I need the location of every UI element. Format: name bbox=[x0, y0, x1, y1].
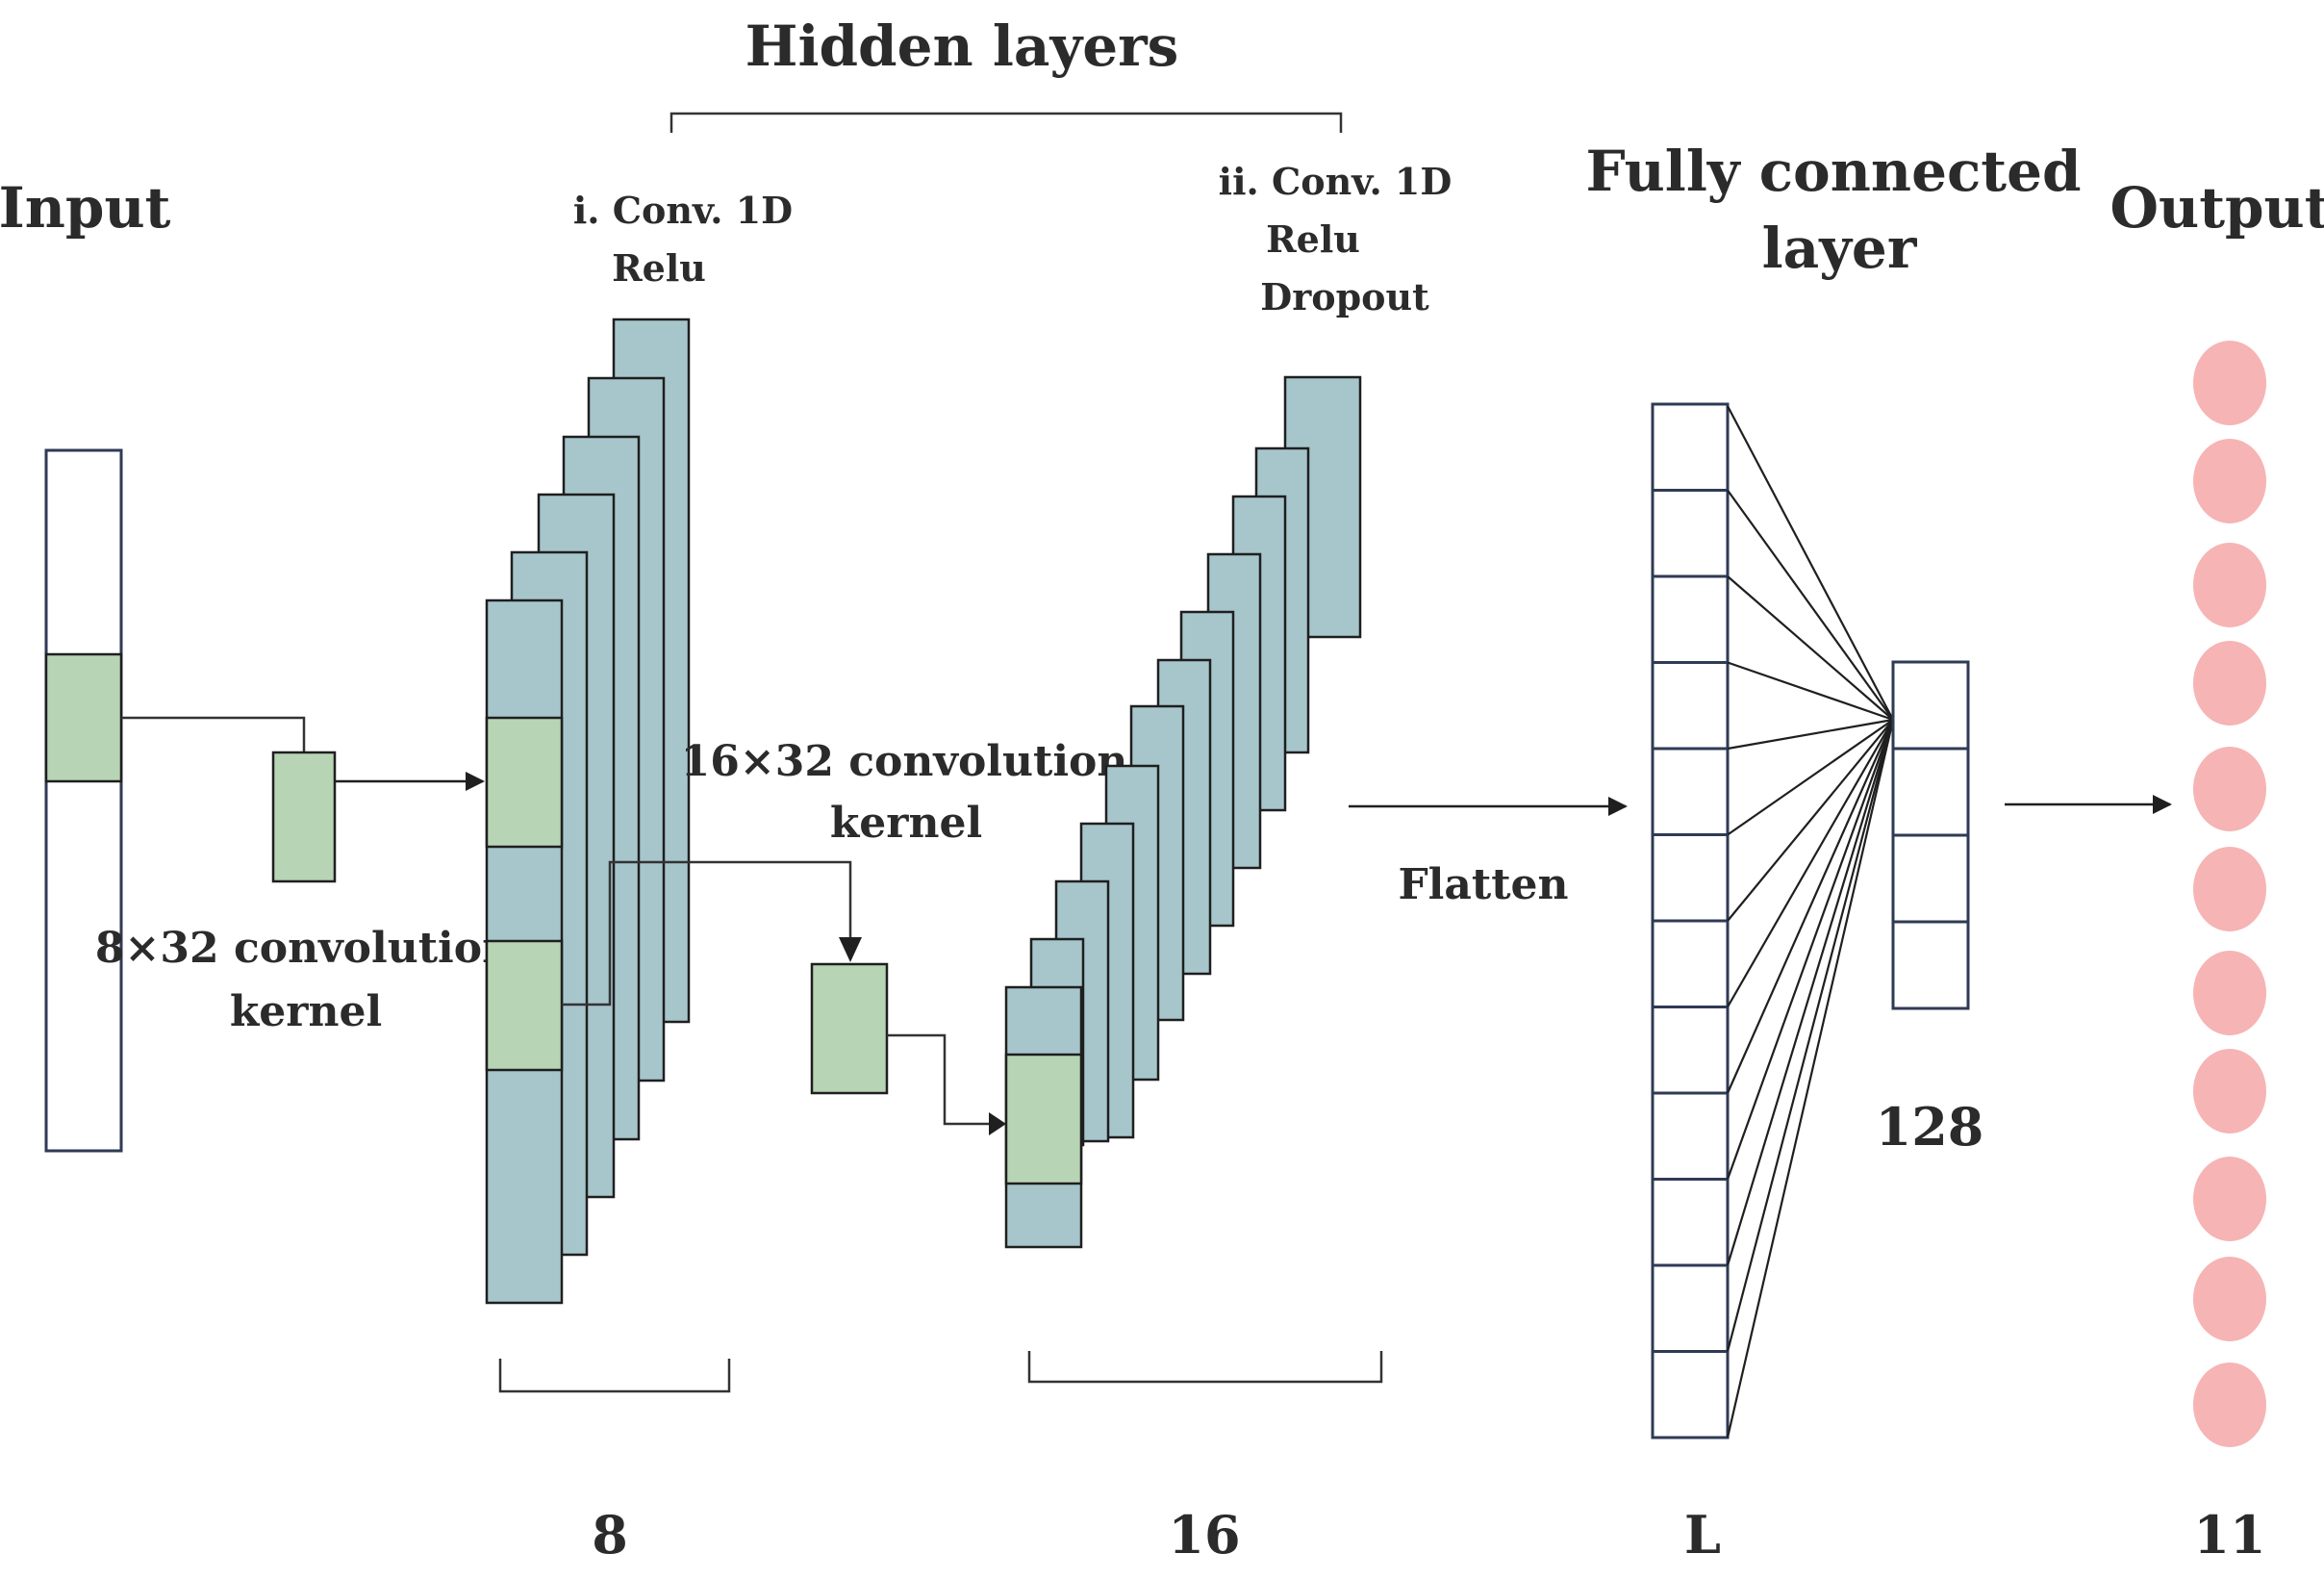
kernel1-connector bbox=[121, 716, 306, 752]
flattened-cell bbox=[1651, 1178, 1730, 1267]
fc-label-line2: layer bbox=[1762, 216, 1918, 281]
conv2-bracket bbox=[1027, 1351, 1383, 1384]
dense-cell bbox=[1891, 747, 1970, 837]
kernel2-arrowhead bbox=[989, 1112, 1006, 1135]
dense-cell bbox=[1891, 833, 1970, 924]
fc-edge bbox=[1727, 405, 1894, 721]
output-node bbox=[2193, 439, 2266, 523]
flattened-cell bbox=[1651, 661, 1730, 751]
fc-edge bbox=[1726, 719, 1895, 1352]
output-title: Output bbox=[2110, 175, 2324, 241]
kernel2-output-connector bbox=[887, 1033, 997, 1126]
output-node bbox=[2193, 847, 2266, 931]
fc-edge bbox=[1726, 719, 1895, 1266]
flattened-cell bbox=[1651, 1350, 1730, 1439]
conv1-label-line2: Relu bbox=[612, 246, 706, 290]
conv2-count: 16 bbox=[1168, 1504, 1240, 1566]
fc-edge bbox=[1726, 719, 1895, 1094]
flattened-cell bbox=[1651, 489, 1730, 578]
input-title: Input bbox=[0, 175, 171, 241]
input-bar bbox=[44, 448, 123, 1153]
flattened-cell bbox=[1651, 1006, 1730, 1095]
output-node bbox=[2193, 1049, 2266, 1133]
flatten-count: L bbox=[1684, 1504, 1721, 1566]
output-node bbox=[2193, 341, 2266, 425]
fc-edge bbox=[1726, 719, 1895, 1180]
input-vector bbox=[44, 448, 123, 1153]
kernel1-label-line1: 8×32 convolution bbox=[95, 924, 513, 973]
flattened-cell bbox=[1651, 919, 1730, 1008]
flatten-label: Flatten bbox=[1398, 860, 1568, 909]
input-window bbox=[44, 652, 123, 783]
output-node bbox=[2193, 543, 2266, 627]
flattened-cell bbox=[1651, 833, 1730, 923]
kernel2-down-arrowhead bbox=[839, 937, 862, 962]
dense-cell bbox=[1891, 920, 1970, 1010]
kernel2-label-line2: kernel bbox=[830, 799, 982, 848]
fc-edge bbox=[1727, 719, 1894, 922]
kernel2-label-line1: 16×32 convolution bbox=[681, 737, 1128, 786]
fc-edge bbox=[1727, 718, 1894, 751]
fc-edge bbox=[1727, 719, 1894, 836]
conv1-bracket bbox=[498, 1359, 731, 1393]
kernel1-label-line2: kernel bbox=[230, 987, 382, 1036]
fc-edge bbox=[1727, 719, 1894, 1008]
hidden-layers-title: Hidden layers bbox=[745, 13, 1179, 79]
kernel2-block bbox=[810, 962, 889, 1095]
conv2-receptive-field bbox=[1004, 1053, 1083, 1185]
conv1-receptive-field bbox=[485, 939, 564, 1072]
hidden-layers-bracket bbox=[669, 112, 1343, 133]
conv1-feature-maps bbox=[485, 318, 691, 1305]
conv1-receptive-field bbox=[485, 716, 564, 849]
fc-edge bbox=[1727, 575, 1894, 721]
dense-cell bbox=[1891, 660, 1970, 751]
fc-edge bbox=[1726, 719, 1895, 1439]
fc-edge bbox=[1727, 489, 1894, 721]
fc-label-line1: Fully connected bbox=[1585, 139, 2081, 204]
flattened-cell bbox=[1651, 402, 1730, 492]
dense-layer bbox=[1891, 660, 1970, 1010]
fc-edge bbox=[1727, 661, 1894, 722]
conv1-count: 8 bbox=[592, 1504, 628, 1566]
flattened-cell bbox=[1651, 1091, 1730, 1181]
flattened-cell bbox=[1651, 1263, 1730, 1353]
output-node bbox=[2193, 1157, 2266, 1241]
output-count: 11 bbox=[2193, 1504, 2265, 1566]
conv1-label-line1: i. Conv. 1D bbox=[573, 189, 793, 232]
fully-connected-edges bbox=[1726, 405, 1895, 1439]
flattened-cell bbox=[1651, 747, 1730, 836]
flattened-vector bbox=[1651, 402, 1730, 1439]
output-node bbox=[2193, 1363, 2266, 1447]
output-node bbox=[2193, 951, 2266, 1035]
conv2-label-line1: ii. Conv. 1D bbox=[1219, 160, 1452, 203]
dense-count: 128 bbox=[1876, 1096, 1984, 1158]
conv2-label-line2: Relu bbox=[1266, 217, 1360, 261]
conv2-label-line3: Dropout bbox=[1260, 275, 1429, 318]
flattened-cell bbox=[1651, 574, 1730, 664]
kernel1-block bbox=[271, 751, 337, 883]
output-node bbox=[2193, 1257, 2266, 1341]
output-node bbox=[2193, 641, 2266, 726]
kernel2-connector bbox=[562, 860, 852, 1006]
output-node bbox=[2193, 747, 2266, 831]
conv2-feature-maps bbox=[1004, 375, 1362, 1249]
output-nodes bbox=[2193, 341, 2266, 1447]
